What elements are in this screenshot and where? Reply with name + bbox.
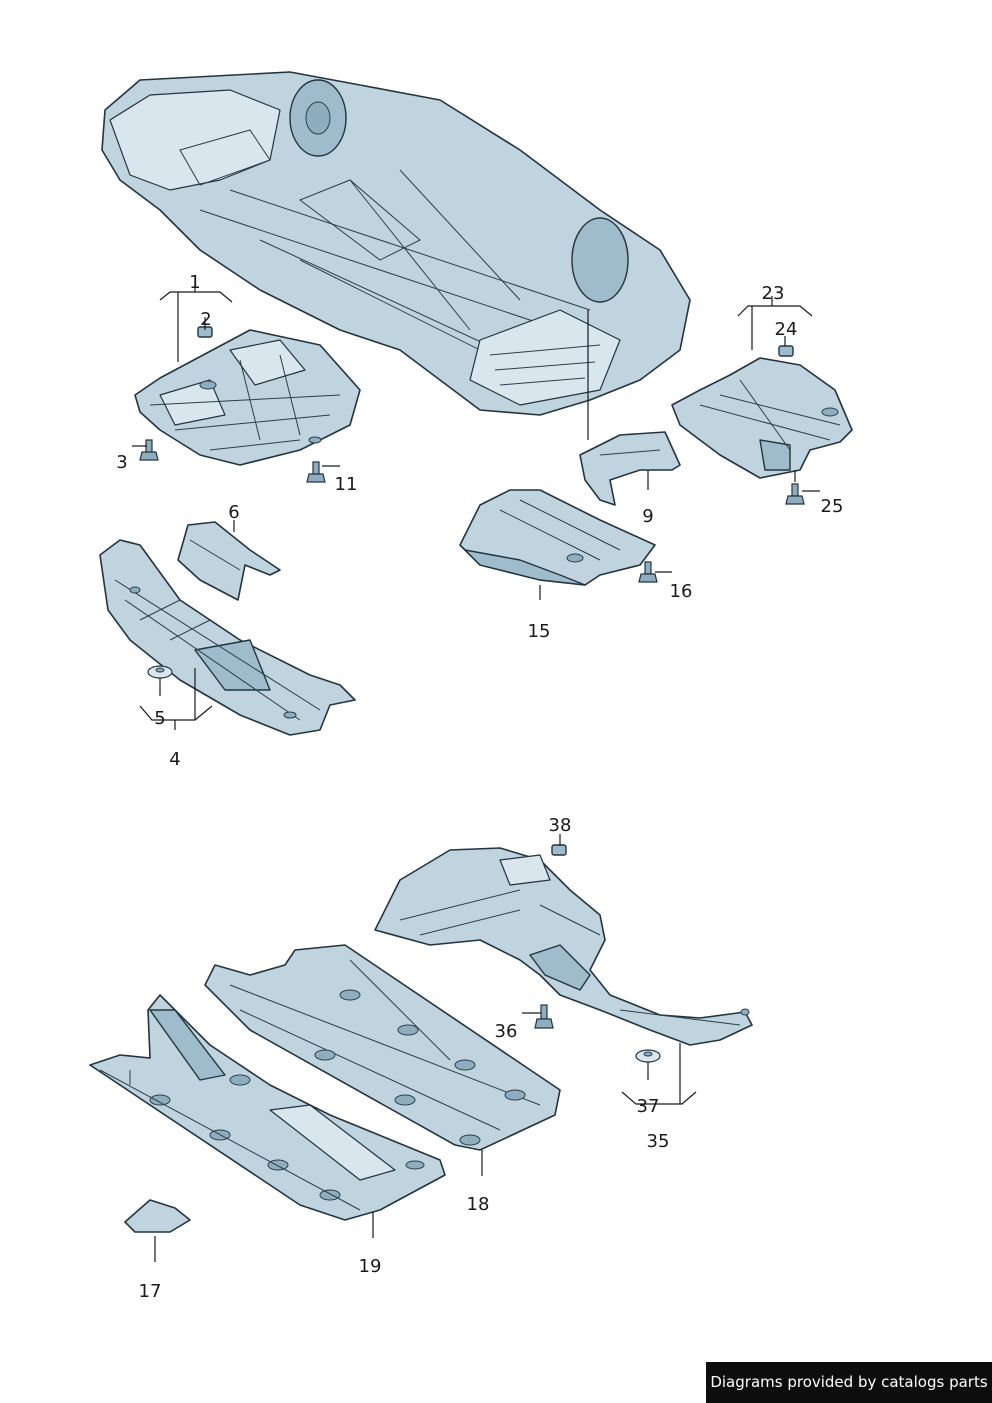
part-36-bolt [534, 1004, 554, 1029]
part-16-bolt [638, 561, 658, 583]
label-18: 18 [467, 1194, 490, 1215]
label-11: 11 [335, 474, 358, 495]
part-1-engine-undertray [134, 329, 361, 466]
label-9: 9 [642, 506, 653, 527]
label-36: 36 [495, 1021, 518, 1042]
label-3: 3 [116, 452, 127, 473]
part-11-bolt [306, 461, 326, 483]
part-3-bolt [139, 439, 159, 461]
attribution-banner: Diagrams provided by catalogs parts [706, 1362, 992, 1403]
label-24: 24 [775, 319, 798, 340]
leader-lines [132, 278, 820, 1262]
label-25: 25 [821, 496, 844, 517]
part-38-clip [551, 844, 567, 856]
label-6: 6 [228, 502, 239, 523]
vehicle-underbody [101, 71, 691, 416]
part-15-underbody-panel [459, 489, 656, 586]
part-19-floor-panel [89, 994, 446, 1221]
part-25-bolt [785, 483, 805, 505]
label-5: 5 [154, 708, 165, 729]
label-19: 19 [359, 1256, 382, 1277]
part-6-bracket [177, 521, 281, 601]
part-5-clip [147, 665, 173, 679]
part-35-side-rail [374, 847, 753, 1046]
label-16: 16 [670, 581, 693, 602]
label-38: 38 [549, 815, 572, 836]
part-37-clip [635, 1049, 661, 1063]
label-17: 17 [139, 1281, 162, 1302]
label-15: 15 [528, 621, 551, 642]
part-24-clip [778, 345, 794, 357]
callout-labels: 1 2 3 11 6 5 4 9 15 16 23 24 25 38 36 37… [116, 272, 843, 1302]
label-35: 35 [647, 1131, 670, 1152]
label-2: 2 [200, 309, 211, 330]
part-17-pad [124, 1199, 191, 1233]
label-23: 23 [762, 283, 785, 304]
label-37: 37 [637, 1096, 660, 1117]
part-18-floor-panel [204, 944, 561, 1151]
label-4: 4 [169, 749, 180, 770]
part-23-rear-shield [671, 357, 853, 479]
part-9-heat-shield [579, 431, 681, 506]
label-1: 1 [189, 272, 200, 293]
part-4-side-shield [99, 539, 356, 736]
